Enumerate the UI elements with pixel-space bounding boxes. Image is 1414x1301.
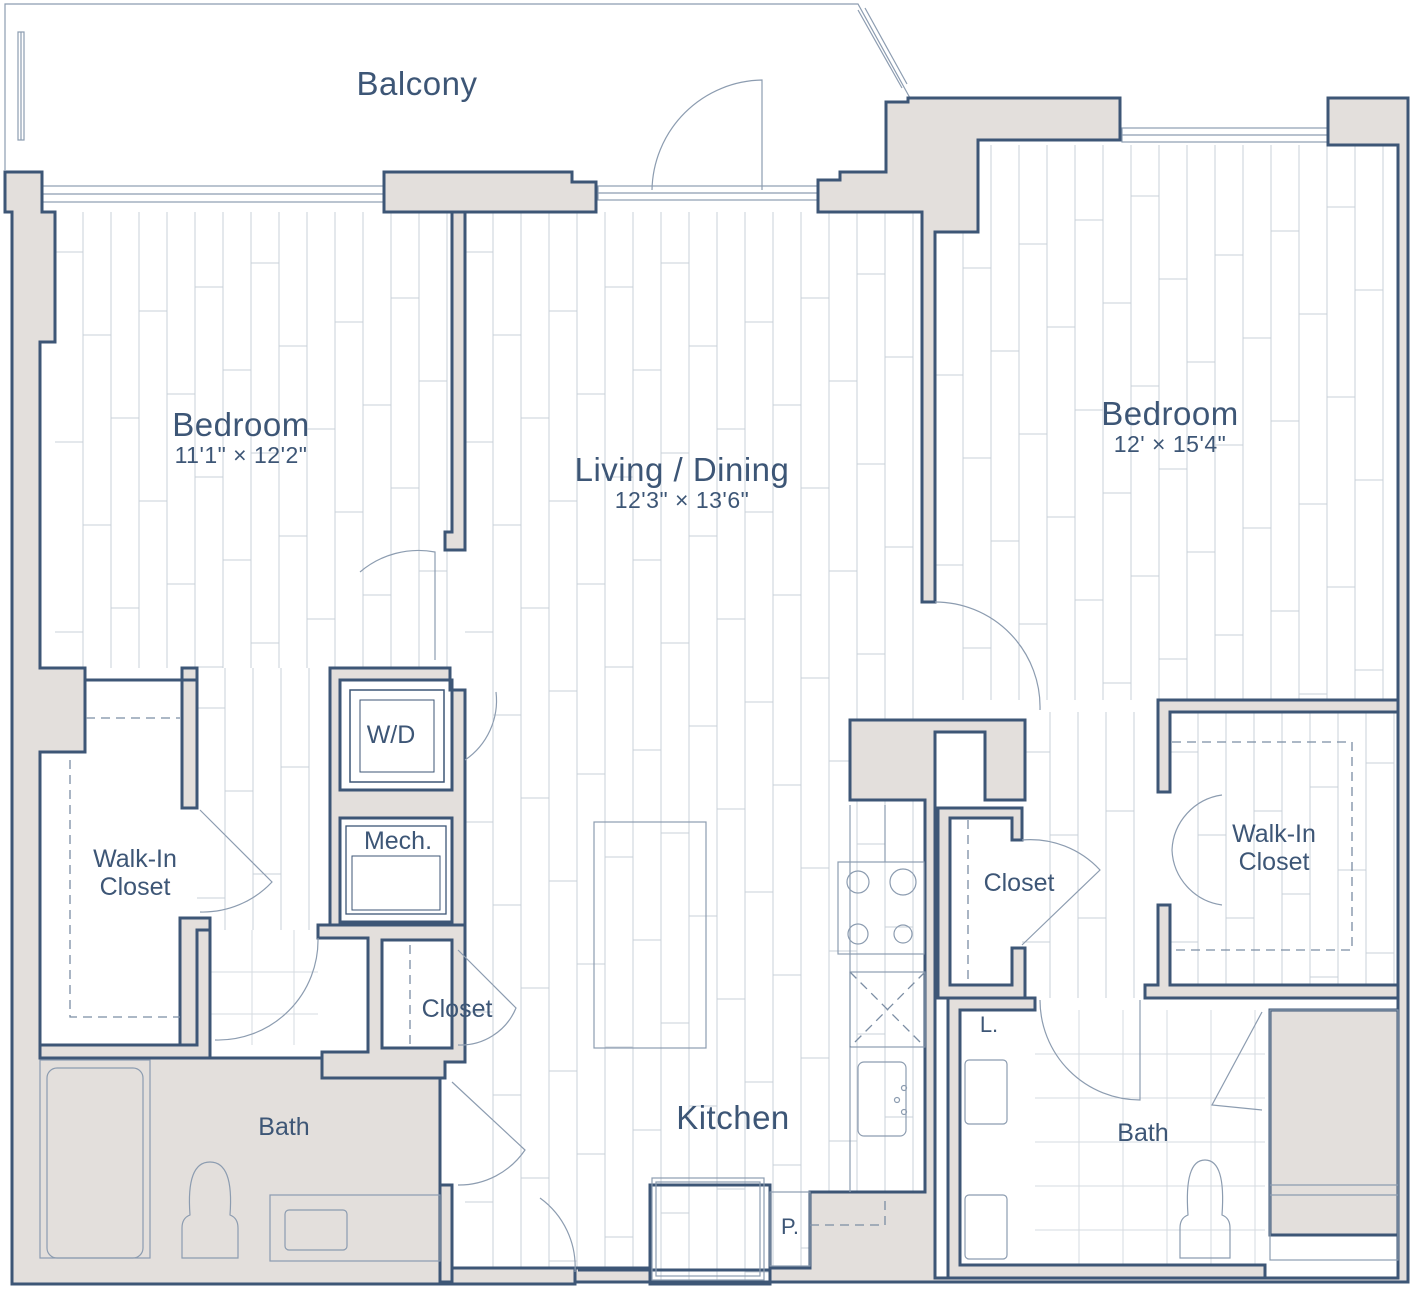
right-closet-label: Closet — [983, 869, 1055, 897]
bedroom-left-name: Bedroom — [172, 406, 310, 443]
living-dining-label: Living / Dining 12'3" × 13'6" — [574, 451, 790, 514]
bedroom-left-dims: 11'1" × 12'2" — [174, 442, 308, 469]
bedroom-left-label: Bedroom 11'1" × 12'2" — [172, 406, 310, 469]
bedroom-right-dims: 12' × 15'4" — [1113, 431, 1227, 458]
walkin-right-line1: Walk-In — [1232, 820, 1316, 848]
living-dining-name: Living / Dining — [574, 451, 790, 488]
fixtures — [39, 689, 1399, 1281]
hall-closet-label: Closet — [421, 995, 493, 1023]
walkin-left-line1: Walk-In — [93, 845, 177, 873]
walkin-left-line2: Closet — [99, 872, 171, 901]
kitchen-label: Kitchen — [676, 1099, 790, 1136]
doors — [199, 79, 1263, 1273]
balcony-label: Balcony — [356, 65, 478, 102]
walkin-right-line2: Closet — [1238, 847, 1310, 876]
washer-dryer-label: W/D — [366, 721, 416, 749]
mech-label: Mech. — [363, 827, 433, 855]
walkin-closet-right-label: Walk-In Closet — [1232, 820, 1316, 876]
pantry-label: P. — [781, 1214, 799, 1239]
linen-label: L. — [979, 1012, 999, 1037]
bedroom-right-label: Bedroom 12' × 15'4" — [1101, 395, 1239, 458]
bath-left-label: Bath — [258, 1113, 310, 1141]
bedroom-right-name: Bedroom — [1101, 395, 1239, 432]
closet-shelves — [69, 717, 1353, 1226]
walls — [3, 96, 1410, 1286]
windows — [41, 127, 1329, 203]
living-dining-dims: 12'3" × 13'6" — [614, 487, 750, 514]
bath-right-label: Bath — [1117, 1119, 1169, 1147]
balcony-outline — [4, 3, 911, 170]
walkin-closet-left-label: Walk-In Closet — [93, 845, 177, 901]
